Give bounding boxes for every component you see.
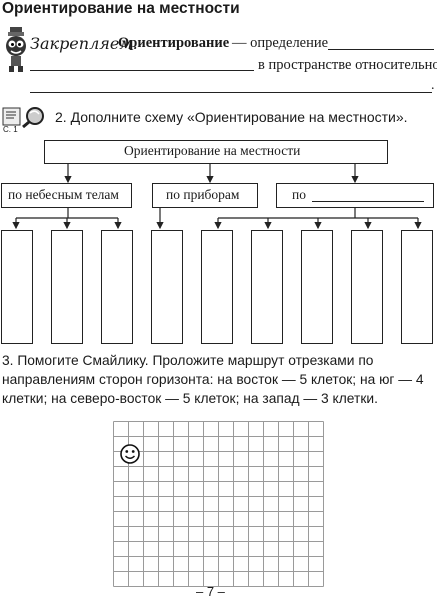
leaf-box-1[interactable] <box>1 230 33 344</box>
section-title: Ориентирование на местности <box>2 0 240 17</box>
route-grid[interactable] <box>113 421 325 587</box>
leaf-box-4[interactable] <box>151 230 183 344</box>
page-number: – 7 – <box>196 584 225 599</box>
leaf-box-2[interactable] <box>51 230 83 344</box>
branch-answer-line[interactable] <box>312 201 424 202</box>
term-orientation: Ориентирование <box>118 35 230 51</box>
workbook-magnifier-icon <box>2 107 44 128</box>
mascot-icon <box>6 27 26 72</box>
task-3-text: 3. Помогите Смайлику. Проложите маршрут … <box>2 353 424 406</box>
answer-line-2[interactable] <box>30 70 254 71</box>
scheme-root-label: Ориентирование на местности <box>124 143 301 158</box>
final-punct: . <box>431 78 435 93</box>
branch-label-instruments: по приборам <box>166 187 240 202</box>
leaf-box-9[interactable] <box>401 230 433 344</box>
definition-end: в пространстве относительно <box>258 57 437 73</box>
branch-box-celestial <box>1 183 132 208</box>
leaf-box-8[interactable] <box>351 230 383 344</box>
answer-line-3[interactable] <box>30 92 432 93</box>
branch-box-other <box>276 183 434 208</box>
answer-line-1[interactable] <box>328 49 434 50</box>
workbook-ref: С. 1 <box>3 125 18 134</box>
leaf-box-6[interactable] <box>251 230 283 344</box>
leaf-box-5[interactable] <box>201 230 233 344</box>
task-2-text: 2. Дополните схему «Ориентирование на ме… <box>55 109 408 125</box>
branch-box-instruments <box>152 183 258 208</box>
branch-label-celestial: по небесным телам <box>8 187 119 202</box>
leaf-box-3[interactable] <box>101 230 133 344</box>
leaf-box-7[interactable] <box>301 230 333 344</box>
scheme-connectors <box>12 164 422 230</box>
branch-label-other: по <box>292 187 306 202</box>
smiley-icon <box>120 444 140 464</box>
definition-start: — определение <box>232 35 329 51</box>
scheme-root-box <box>44 140 388 164</box>
consolidate-heading: Закрепляем. <box>30 34 138 53</box>
